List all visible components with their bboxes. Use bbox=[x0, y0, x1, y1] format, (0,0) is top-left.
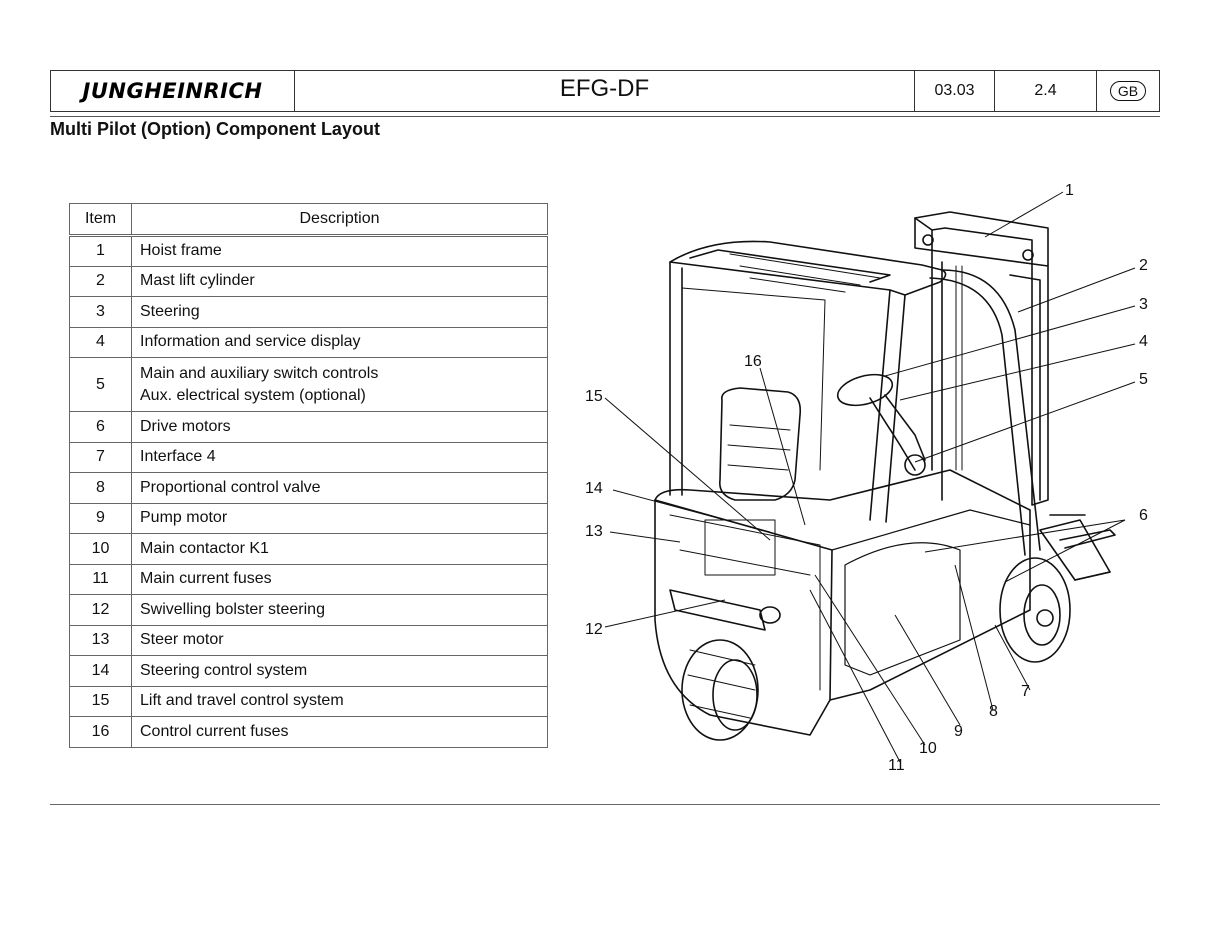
item-number: 7 bbox=[69, 441, 132, 473]
callout-label: 12 bbox=[585, 621, 603, 638]
item-number: 8 bbox=[69, 472, 132, 504]
model-name: EFG-DF bbox=[559, 75, 650, 102]
callout-label: 14 bbox=[585, 480, 603, 497]
item-number: 5 bbox=[69, 357, 132, 412]
item-description: Main current fuses bbox=[131, 563, 548, 595]
item-description: Interface 4 bbox=[131, 441, 548, 473]
callout-leaders bbox=[604, 191, 1136, 763]
model-cell: EFG-DF bbox=[295, 71, 915, 111]
callout-label: 6 bbox=[1139, 507, 1148, 524]
item-number: 4 bbox=[69, 326, 132, 358]
callout-label: 3 bbox=[1139, 296, 1148, 313]
forklift-illustration bbox=[654, 211, 1116, 741]
language-badge: GB bbox=[1109, 81, 1147, 101]
callout-label: 7 bbox=[1021, 683, 1030, 700]
item-description: Information and service display bbox=[131, 326, 548, 358]
callout-label: 16 bbox=[744, 353, 762, 370]
callout-label: 5 bbox=[1139, 371, 1148, 388]
item-number: 11 bbox=[69, 563, 132, 595]
item-number: 2 bbox=[69, 265, 132, 297]
item-description: Pump motor bbox=[131, 502, 548, 534]
callout-label: 4 bbox=[1139, 333, 1148, 350]
item-description-line2: Aux. electrical system (optional) bbox=[140, 386, 366, 404]
column-header-description: Description bbox=[131, 203, 548, 237]
item-number: 13 bbox=[69, 624, 132, 656]
page-title: Multi Pilot (Option) Component Layout bbox=[50, 119, 380, 139]
section-number: 2.4 bbox=[1034, 82, 1057, 99]
forklift-diagram: 1 2 3 4 5 6 7 8 9 10 11 12 13 14 15 16 bbox=[585, 182, 1148, 774]
item-number: 16 bbox=[69, 716, 132, 748]
brand-logo-cell: JUNGHEINRICH bbox=[51, 71, 295, 111]
item-description: Steering control system bbox=[131, 655, 548, 687]
item-number: 1 bbox=[69, 235, 132, 267]
callout-label: 8 bbox=[989, 703, 998, 720]
header-divider bbox=[50, 116, 1160, 117]
callout-label: 11 bbox=[888, 757, 905, 774]
item-number: 6 bbox=[69, 411, 132, 443]
item-description: Mast lift cylinder bbox=[131, 265, 548, 297]
item-number: 3 bbox=[69, 296, 132, 328]
item-number: 15 bbox=[69, 685, 132, 717]
item-description: Hoist frame bbox=[131, 235, 548, 267]
item-description: Drive motors bbox=[131, 411, 548, 443]
language-cell: GB bbox=[1097, 71, 1159, 111]
issue-date: 03.03 bbox=[934, 82, 975, 99]
callout-label: 15 bbox=[585, 388, 603, 405]
item-description: Lift and travel control system bbox=[131, 685, 548, 717]
item-description: Main contactor K1 bbox=[131, 533, 548, 565]
item-number: 14 bbox=[69, 655, 132, 687]
footer-divider bbox=[50, 804, 1160, 805]
document-header: JUNGHEINRICH EFG-DF 03.03 2.4 GB bbox=[50, 70, 1160, 112]
column-header-item: Item bbox=[69, 203, 132, 237]
date-cell: 03.03 bbox=[915, 71, 995, 111]
item-description: Swivelling bolster steering bbox=[131, 594, 548, 626]
item-description: Steering bbox=[131, 296, 548, 328]
callout-label: 13 bbox=[585, 523, 603, 540]
item-number: 9 bbox=[69, 502, 132, 534]
callout-label: 1 bbox=[1065, 182, 1074, 199]
item-description: Steer motor bbox=[131, 624, 548, 656]
item-description-line1: Main and auxiliary switch controls bbox=[140, 364, 379, 382]
brand-logo: JUNGHEINRICH bbox=[82, 79, 263, 103]
item-number: 10 bbox=[69, 533, 132, 565]
callout-label: 10 bbox=[919, 740, 937, 757]
item-number: 12 bbox=[69, 594, 132, 626]
item-description: Proportional control valve bbox=[131, 472, 548, 504]
callout-label: 9 bbox=[954, 723, 963, 740]
callout-label: 2 bbox=[1139, 257, 1148, 274]
version-cell: 2.4 bbox=[995, 71, 1097, 111]
table-header-row: Item Description bbox=[69, 203, 548, 237]
item-description: Control current fuses bbox=[131, 716, 548, 748]
